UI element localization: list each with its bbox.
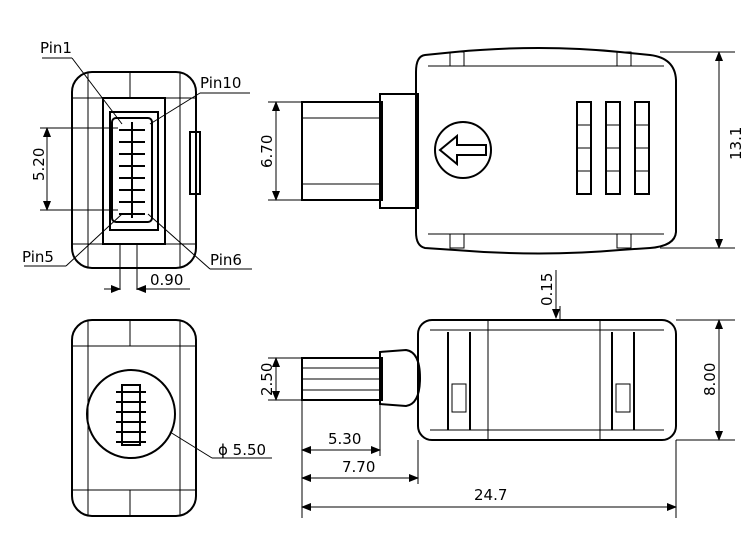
dim-670-label: 6.70 (258, 135, 276, 168)
dim-250-label: 2.50 (258, 363, 276, 396)
dim-diameter-label: ϕ 5.50 (218, 441, 266, 459)
dim-090-label: 0.90 (150, 271, 183, 289)
dim-015-label: 0.15 (538, 273, 556, 306)
dim-770-label: 7.70 (342, 458, 375, 476)
connector-body-top (415, 47, 677, 255)
side-view-bottom (301, 306, 677, 441)
dim-247: 24.7 (301, 440, 677, 518)
connector-body-bottom (417, 319, 677, 441)
plug-collar-bottom (379, 348, 422, 408)
pin-array-front (111, 117, 153, 223)
dim-diameter: ϕ 5.50 (169, 431, 272, 459)
pin6-label: Pin6 (210, 251, 242, 269)
cable-opening (86, 369, 176, 459)
dim-530-label: 5.30 (328, 430, 361, 448)
dim-520-label: 5.20 (30, 148, 48, 181)
pin5-label: Pin5 (22, 248, 54, 266)
rear-view (71, 319, 197, 517)
pin-array-rear (116, 384, 146, 446)
dim-770: 7.70 (301, 440, 419, 484)
dim-800: 8.00 (676, 319, 735, 441)
dim-800-label: 8.00 (701, 363, 719, 396)
pin10-label: Pin10 (200, 74, 241, 92)
dim-520: 5.20 (30, 127, 118, 211)
side-view-top (301, 47, 677, 255)
dim-131: 13.1 (660, 51, 745, 249)
front-view-top (71, 71, 201, 290)
dim-131-label: 13.1 (727, 127, 745, 160)
plug-tongue-top (301, 101, 383, 201)
pin1-label: Pin1 (40, 39, 72, 57)
dim-090: 0.90 (104, 271, 190, 293)
left-arrow-icon (438, 133, 487, 167)
plug-collar-top (379, 93, 419, 209)
dim-250: 2.50 (258, 357, 302, 401)
dim-247-label: 24.7 (474, 486, 507, 504)
grip-ribs (576, 101, 650, 195)
dim-015: 0.15 (538, 270, 560, 319)
dim-670: 6.70 (258, 101, 302, 201)
dim-530: 5.30 (301, 400, 381, 518)
